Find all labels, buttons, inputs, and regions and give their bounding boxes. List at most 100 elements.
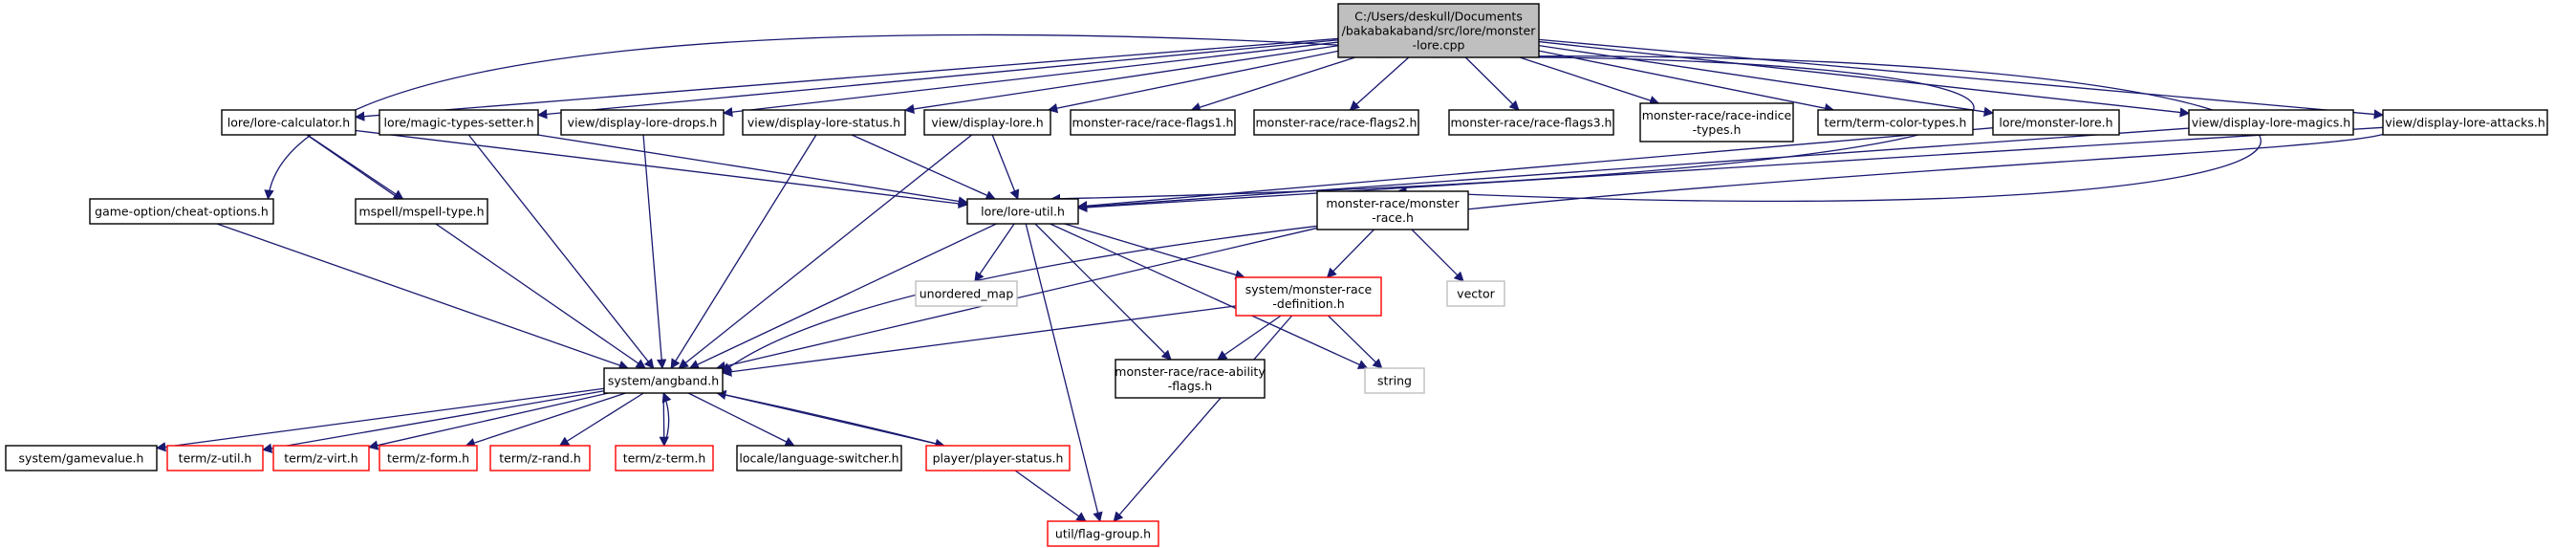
- edge-lore-util-to-angband: [688, 223, 997, 369]
- node-lore-util[interactable]: lore/lore-util.h: [966, 198, 1079, 225]
- node-race-indice-types[interactable]: monster-race/race-indice-types.h: [1639, 102, 1794, 142]
- edge-display-lore-status-to-lore-util: [851, 134, 996, 200]
- node-box-monster-lore-h: [1992, 109, 2120, 136]
- node-label-monster-race-h: -race.h: [1372, 210, 1414, 225]
- node-monster-race-definition[interactable]: system/monster-race-definition.h: [1235, 276, 1382, 317]
- node-label-z-rand: term/z-rand.h: [499, 451, 581, 466]
- edge-angband-to-gamevalue: [155, 387, 605, 452]
- node-label-language-switcher: locale/language-switcher.h: [739, 451, 898, 466]
- node-label-display-lore-status: view/display-lore-status.h: [747, 116, 900, 130]
- node-gamevalue[interactable]: system/gamevalue.h: [5, 445, 158, 471]
- node-box-monster-race-definition: [1235, 276, 1382, 317]
- node-mspell-type[interactable]: mspell/mspell-type.h: [355, 198, 488, 225]
- edge-root-to-lore-calculator: [354, 37, 1339, 121]
- node-box-z-util: [166, 445, 264, 471]
- node-box-z-form: [379, 445, 478, 471]
- node-label-term-color-types: term/term-color-types.h: [1825, 116, 1967, 130]
- node-label-cheat-options: game-option/cheat-options.h: [95, 205, 269, 219]
- edge-monster-race-definition-to-string: [1327, 315, 1383, 369]
- node-language-switcher[interactable]: locale/language-switcher.h: [736, 445, 902, 471]
- edge-root-to-race-flags1: [1190, 56, 1355, 113]
- node-display-lore-attacks[interactable]: view/display-lore-attacks.h: [2382, 109, 2548, 136]
- node-label-z-util: term/z-util.h: [179, 451, 252, 466]
- node-label-player-status: player/player-status.h: [933, 451, 1064, 466]
- node-label-race-indice-types: monster-race/race-indice: [1642, 108, 1792, 122]
- edge-monster-race-definition-to-angband: [721, 305, 1237, 377]
- node-display-lore[interactable]: view/display-lore.h: [923, 109, 1051, 136]
- node-box-monster-race-h: [1316, 190, 1469, 230]
- edge-display-lore-to-angband: [678, 134, 973, 369]
- edge-root-to-monster-race-h: [1396, 55, 2262, 203]
- node-label-race-ability-flags: -flags.h: [1168, 379, 1212, 393]
- node-label-root: /bakabakaband/src/lore/monster: [1342, 24, 1537, 38]
- node-box-language-switcher: [736, 445, 902, 471]
- node-box-term-color-types: [1817, 109, 1974, 136]
- node-monster-race-h[interactable]: monster-race/monster-race.h: [1316, 190, 1469, 230]
- edge-lore-util-to-monster-race-definition: [1064, 223, 1245, 280]
- node-race-flags2[interactable]: monster-race/race-flags2.h: [1253, 109, 1419, 136]
- node-label-mspell-type: mspell/mspell-type.h: [358, 205, 484, 219]
- node-root[interactable]: C:/Users/deskull/Documents/bakabakaband/…: [1337, 3, 1540, 58]
- edge-display-lore-magics-to-lore-util: [1076, 127, 2190, 212]
- edge-lore-calculator-to-lore-util: [355, 129, 969, 209]
- node-label-string: string: [1377, 374, 1412, 388]
- node-monster-lore-h[interactable]: lore/monster-lore.h: [1992, 109, 2120, 136]
- node-label-display-lore-magics: view/display-lore-magics.h: [2192, 116, 2350, 130]
- node-label-race-flags3: monster-race/race-flags3.h: [1451, 116, 1613, 130]
- node-magic-types-setter[interactable]: lore/magic-types-setter.h: [379, 109, 539, 136]
- node-term-color-types[interactable]: term/term-color-types.h: [1817, 109, 1974, 136]
- node-race-ability-flags[interactable]: monster-race/race-ability-flags.h: [1115, 359, 1266, 399]
- node-label-angband: system/angband.h: [608, 374, 719, 388]
- node-z-term[interactable]: term/z-term.h: [615, 445, 714, 471]
- edge-root-to-display-lore-status: [903, 45, 1339, 115]
- node-box-flag-group: [1047, 520, 1159, 547]
- node-z-form[interactable]: term/z-form.h: [379, 445, 478, 471]
- node-label-magic-types-setter: lore/magic-types-setter.h: [383, 116, 533, 130]
- node-vector[interactable]: vector: [1446, 280, 1505, 307]
- node-box-cheat-options: [89, 198, 274, 225]
- node-lore-calculator[interactable]: lore/lore-calculator.h: [221, 109, 357, 136]
- edge-lore-util-to-race-ability-flags: [1034, 223, 1172, 361]
- node-race-flags3[interactable]: monster-race/race-flags3.h: [1448, 109, 1614, 136]
- node-cheat-options[interactable]: game-option/cheat-options.h: [89, 198, 274, 225]
- node-unordered-map[interactable]: unordered_map: [915, 280, 1018, 307]
- node-angband[interactable]: system/angband.h: [603, 367, 724, 394]
- edge-monster-lore-h-to-lore-util: [1076, 127, 1994, 211]
- node-z-virt[interactable]: term/z-virt.h: [272, 445, 370, 471]
- node-label-monster-lore-h: lore/monster-lore.h: [1999, 116, 2112, 130]
- edge-lore-util-to-unordered-map: [974, 223, 1015, 282]
- node-display-lore-status[interactable]: view/display-lore-status.h: [742, 109, 906, 136]
- node-label-gamevalue: system/gamevalue.h: [19, 451, 144, 466]
- node-box-string: [1364, 367, 1425, 394]
- edge-lore-util-to-flag-group: [1025, 223, 1103, 523]
- node-label-z-term: term/z-term.h: [623, 451, 706, 466]
- node-flag-group[interactable]: util/flag-group.h: [1047, 520, 1159, 547]
- node-z-rand[interactable]: term/z-rand.h: [489, 445, 591, 471]
- edge-monster-race-definition-to-flag-group: [1113, 315, 1293, 522]
- node-z-util[interactable]: term/z-util.h: [166, 445, 264, 471]
- edge-magic-types-setter-to-lore-util: [537, 134, 969, 207]
- node-label-lore-util: lore/lore-util.h: [981, 205, 1065, 219]
- node-label-unordered-map: unordered_map: [920, 287, 1014, 301]
- node-box-z-virt: [272, 445, 370, 471]
- edge-root-to-display-lore: [1047, 50, 1339, 114]
- node-display-lore-magics[interactable]: view/display-lore-magics.h: [2188, 109, 2354, 136]
- node-box-z-rand: [489, 445, 591, 471]
- node-box-race-flags2: [1253, 109, 1419, 136]
- node-label-root: -lore.cpp: [1413, 38, 1465, 53]
- node-box-display-lore: [923, 109, 1051, 136]
- node-label-monster-race-h: monster-race/monster: [1326, 196, 1460, 210]
- node-box-display-lore-drops: [560, 109, 725, 136]
- edge-monster-race-h-to-monster-race-definition: [1326, 229, 1375, 278]
- edge-monster-race-definition-to-race-ability-flags: [1216, 315, 1282, 361]
- edge-player-status-to-angband: [716, 389, 944, 447]
- node-display-lore-drops[interactable]: view/display-lore-drops.h: [560, 109, 725, 136]
- node-player-status[interactable]: player/player-status.h: [925, 445, 1071, 471]
- node-label-flag-group: util/flag-group.h: [1055, 527, 1151, 541]
- edge-display-lore-attacks-to-angband: [722, 133, 2384, 373]
- node-string[interactable]: string: [1364, 367, 1425, 394]
- node-race-flags1[interactable]: monster-race/race-flags1.h: [1070, 109, 1236, 136]
- node-label-race-flags1: monster-race/race-flags1.h: [1072, 116, 1234, 130]
- edge-lore-util-to-string: [1050, 223, 1369, 369]
